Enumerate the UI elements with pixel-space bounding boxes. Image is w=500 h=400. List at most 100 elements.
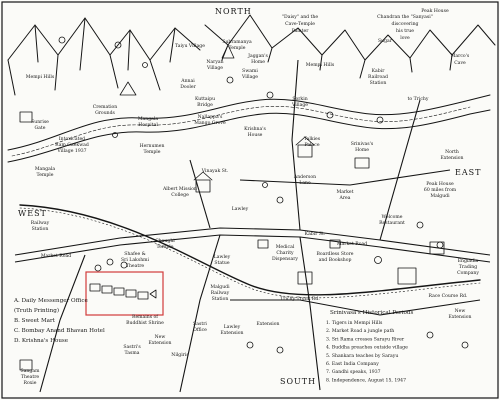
map-label-sastri-tasma: Sastri's (123, 344, 141, 350)
legend-left-item: B. Sweet Mart (14, 318, 56, 324)
map-label-market-area2: Area (339, 195, 351, 201)
map-label-anderson: Anderson (293, 174, 316, 180)
trees (58, 36, 469, 354)
map-label-mangala2: Hospital (138, 122, 158, 128)
map-label-malgudi-railway3: Station (212, 296, 229, 302)
map-label-market-area: Market (337, 189, 354, 195)
map-label-srinivas2: Home (355, 147, 369, 153)
roads (14, 59, 491, 393)
map-label-peak-house-east: Peak House (426, 181, 454, 187)
map-label-anderson2: Lane (299, 180, 311, 186)
map-label-chandran3: his true (396, 28, 414, 34)
railway-train (85, 271, 164, 316)
map-label-annai: Annai (180, 78, 195, 84)
map-label-sangam: Sangam (21, 368, 41, 374)
map-label-intoxicated3: Village 1937 (56, 148, 86, 154)
map-label-railway-station2: Station (32, 226, 49, 232)
map-label-mangala-temple: Mangala (35, 166, 56, 172)
map-label-boardless: Boardless Store (316, 251, 353, 257)
map-label-daisy: "Daisy" and the (282, 14, 318, 20)
map-label-remains2: Buddhist Shrine (126, 320, 164, 326)
buildings (19, 44, 445, 371)
legend-left-item: D. Krishna's House (14, 338, 69, 344)
map-label-peakhouse: Peak House (421, 8, 449, 14)
map-label-race-course: Race Course Rd. (429, 293, 468, 299)
map-label-sastri2: Office (193, 327, 207, 333)
map-label-hernumen: Hernumen (140, 143, 165, 149)
map-label-swami: Swami (242, 68, 258, 74)
highlight-box (85, 271, 164, 316)
map-label-north-ext: North (445, 149, 459, 155)
map-label-lawley-lake: Lawley (232, 206, 249, 212)
map-label-marcos2: Cave (454, 60, 466, 66)
map-label-sangam2: Theatre (21, 374, 40, 380)
map-label-krishna: Krishna's (244, 126, 266, 132)
map-label-shafee: Shafee & (124, 251, 146, 257)
map-label-srinivas: Srinivas's (351, 141, 374, 147)
map-label-kabir: Kabir (372, 68, 386, 74)
legend-right-item: 5. Shankara teaches by Sarayu (326, 353, 398, 359)
map-label-mempi-hills-right: Mempi Hills (306, 62, 335, 68)
map-label-kabir2: Railroad (368, 74, 388, 80)
mountain-range (7, 14, 496, 96)
map-labels: "Daisy" and theCave-TemplePainterChandra… (21, 8, 480, 386)
legend-left-item: A. Daily Messenger Office (13, 298, 88, 304)
map-label-peak-house-east2: 60 miles from (424, 187, 457, 193)
legend-left-item: (Truth Printing) (14, 307, 59, 314)
map-label-lawley-statue: Lawley (214, 254, 231, 260)
map-label-kabir3: Station (370, 80, 387, 86)
legend-left: A. Daily Messenger Office (Truth Printin… (13, 298, 105, 344)
map-label-mangala: Mangala (138, 116, 159, 122)
map-label-hernumen2: Temple (144, 149, 161, 155)
map-label-market-road-top: Market Road (337, 241, 367, 247)
map-label-nilgiris: Nilgiris (171, 352, 189, 358)
map-label-boardless2: and Bookshop (319, 257, 352, 263)
map-label-kurtaipu2: Bridge (197, 102, 213, 108)
map-label-albert: Albert Mission (162, 186, 197, 192)
map-label-to-trichy: to Trichy (408, 96, 429, 102)
map-label-new-extension-right2: Extension (448, 314, 471, 320)
legend-right-title: Srinivasa's Historical Periods (330, 310, 413, 316)
map-label-nallappa2: Mango Grove (194, 120, 226, 126)
map-label-peak-house-east3: Malgudi (430, 193, 450, 199)
map-label-mangala-temple2: Temple (37, 172, 54, 178)
map-label-lawley-ext2: Extension (220, 330, 243, 336)
legend-left-item: C. Bombay Anand Bhavan Hotel (14, 328, 105, 334)
map-label-malgudi-railway2: Railway (211, 290, 230, 296)
map-label-kurtaipu: Kuttaipu (195, 96, 215, 102)
map-label-taiyu: Taiyu Village (175, 43, 205, 49)
legend-right: Srinivasa's Historical Periods 1. Tigers… (326, 310, 413, 383)
map-label-trichy-road: Trichy Trunk Rd. (280, 296, 320, 302)
map-label-jaggan2: Home (251, 59, 265, 65)
map-label-new-extension-right: New (455, 308, 466, 314)
map-label-medical2: Charity (276, 250, 294, 256)
map-label-sorkin2: Village (291, 102, 308, 108)
map-label-lawley-ext: Lawley (224, 324, 241, 330)
legend-right-item: 7. Gandhi speaks, 1937 (326, 369, 381, 375)
sarayu-river (7, 94, 491, 163)
map-label-chandran: Chandran the "Sanyasi" (377, 14, 433, 20)
map-label-talkies2: Palace (304, 142, 319, 148)
map-label-north-ext2: Extension (440, 155, 463, 161)
map-label-medical3: Dispensary (272, 256, 298, 262)
map-label-sangam3: Roxie (23, 380, 36, 386)
map-label-naryan: Naryan (206, 59, 223, 65)
map-label-kabir-street: Kabir St. (305, 231, 326, 237)
map-label-welcome2: Restaurant (379, 220, 405, 226)
map-label-subramanya: Subramanya (222, 39, 252, 45)
map-label-malgudi-railway: Malgudi (210, 284, 230, 290)
map-label-sunrise2: Gate (35, 125, 46, 131)
map-label-chaughi2: Temple (157, 244, 174, 250)
legend-right-item: 2. Market Road a jungle path (326, 328, 394, 334)
map-label-sorkin: Sorkin (292, 96, 307, 102)
map-label-cremation2: Grounds (95, 110, 115, 116)
legend-right-item: 8. Independence, August 15, 1947 (326, 377, 406, 383)
map-label-remains: Remains of (132, 314, 158, 320)
map-label-nallappa: Nallappa's (198, 114, 223, 120)
map-label-sunrise: Sunrise (31, 119, 49, 125)
map-label-mempi-hills-left: Mempi Hills (26, 74, 55, 80)
map-label-sugar: Sugar (378, 38, 393, 44)
